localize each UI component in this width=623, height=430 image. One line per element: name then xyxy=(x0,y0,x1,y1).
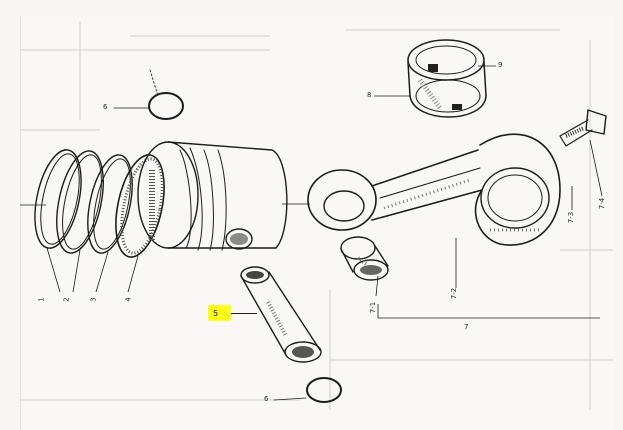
label-rod-body: 7-2 xyxy=(450,287,459,300)
label-rod-bolt: 7-4 xyxy=(598,197,607,210)
leader-lines xyxy=(46,65,603,319)
connecting-rod xyxy=(307,133,561,246)
piston-ring-1 xyxy=(34,149,82,249)
label-connecting-rod: 7 xyxy=(464,323,469,331)
label-circlip-top: 6 xyxy=(103,103,108,111)
label-ring-2: 2 xyxy=(62,297,71,302)
piston-pin xyxy=(240,266,322,363)
label-ring-4: 4 xyxy=(124,297,133,302)
label-ring-1: 1 xyxy=(37,297,46,302)
label-small-end-bush: 7-1 xyxy=(369,301,378,314)
piston xyxy=(20,141,310,251)
label-circlip-bottom: 6 xyxy=(264,395,269,403)
label-bearing-right: 9 xyxy=(498,61,503,69)
scanned-page xyxy=(20,16,614,430)
highlight-leader-line xyxy=(231,313,257,314)
piston-ring-3 xyxy=(87,154,133,254)
small-end-bush xyxy=(340,236,389,281)
rod-bolt xyxy=(559,109,607,147)
piston-ring-2 xyxy=(56,150,104,254)
circlip-bottom xyxy=(273,377,342,403)
piston-ring-4 xyxy=(115,154,165,258)
background-scan xyxy=(20,22,613,410)
circlip-top xyxy=(113,69,184,120)
big-end-bearing xyxy=(407,39,487,118)
label-ring-3: 3 xyxy=(89,297,98,302)
label-rod-cap: 7-3 xyxy=(567,211,576,224)
label-piston-pin: 5 xyxy=(213,309,219,318)
label-bearing-left: 8 xyxy=(367,91,372,99)
highlight-marker xyxy=(208,305,231,321)
